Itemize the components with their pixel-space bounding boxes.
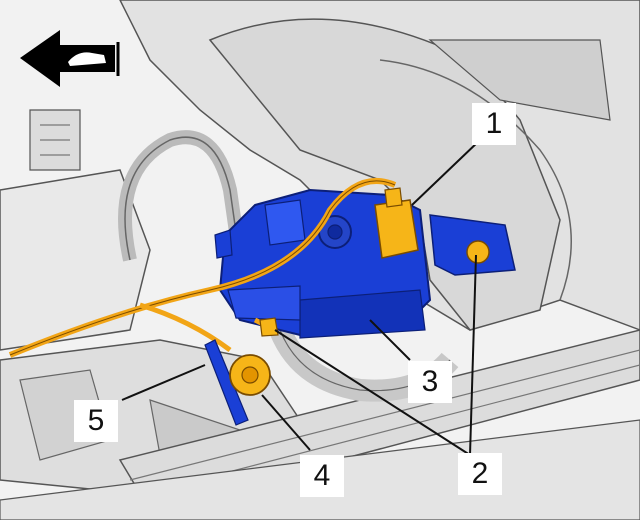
ground-terminal xyxy=(204,317,279,426)
leader-lines xyxy=(121,139,481,456)
callout-label-1: 1 xyxy=(472,103,516,145)
front-of-vehicle-arrow-icon xyxy=(20,30,120,87)
callout-label-4: 4 xyxy=(300,455,344,497)
callout-label-2: 2 xyxy=(458,453,502,495)
callout-label-5: 5 xyxy=(74,400,118,442)
wiring-harness xyxy=(8,177,397,358)
callout-label-3: 3 xyxy=(408,361,452,403)
connector-upper xyxy=(374,187,516,276)
